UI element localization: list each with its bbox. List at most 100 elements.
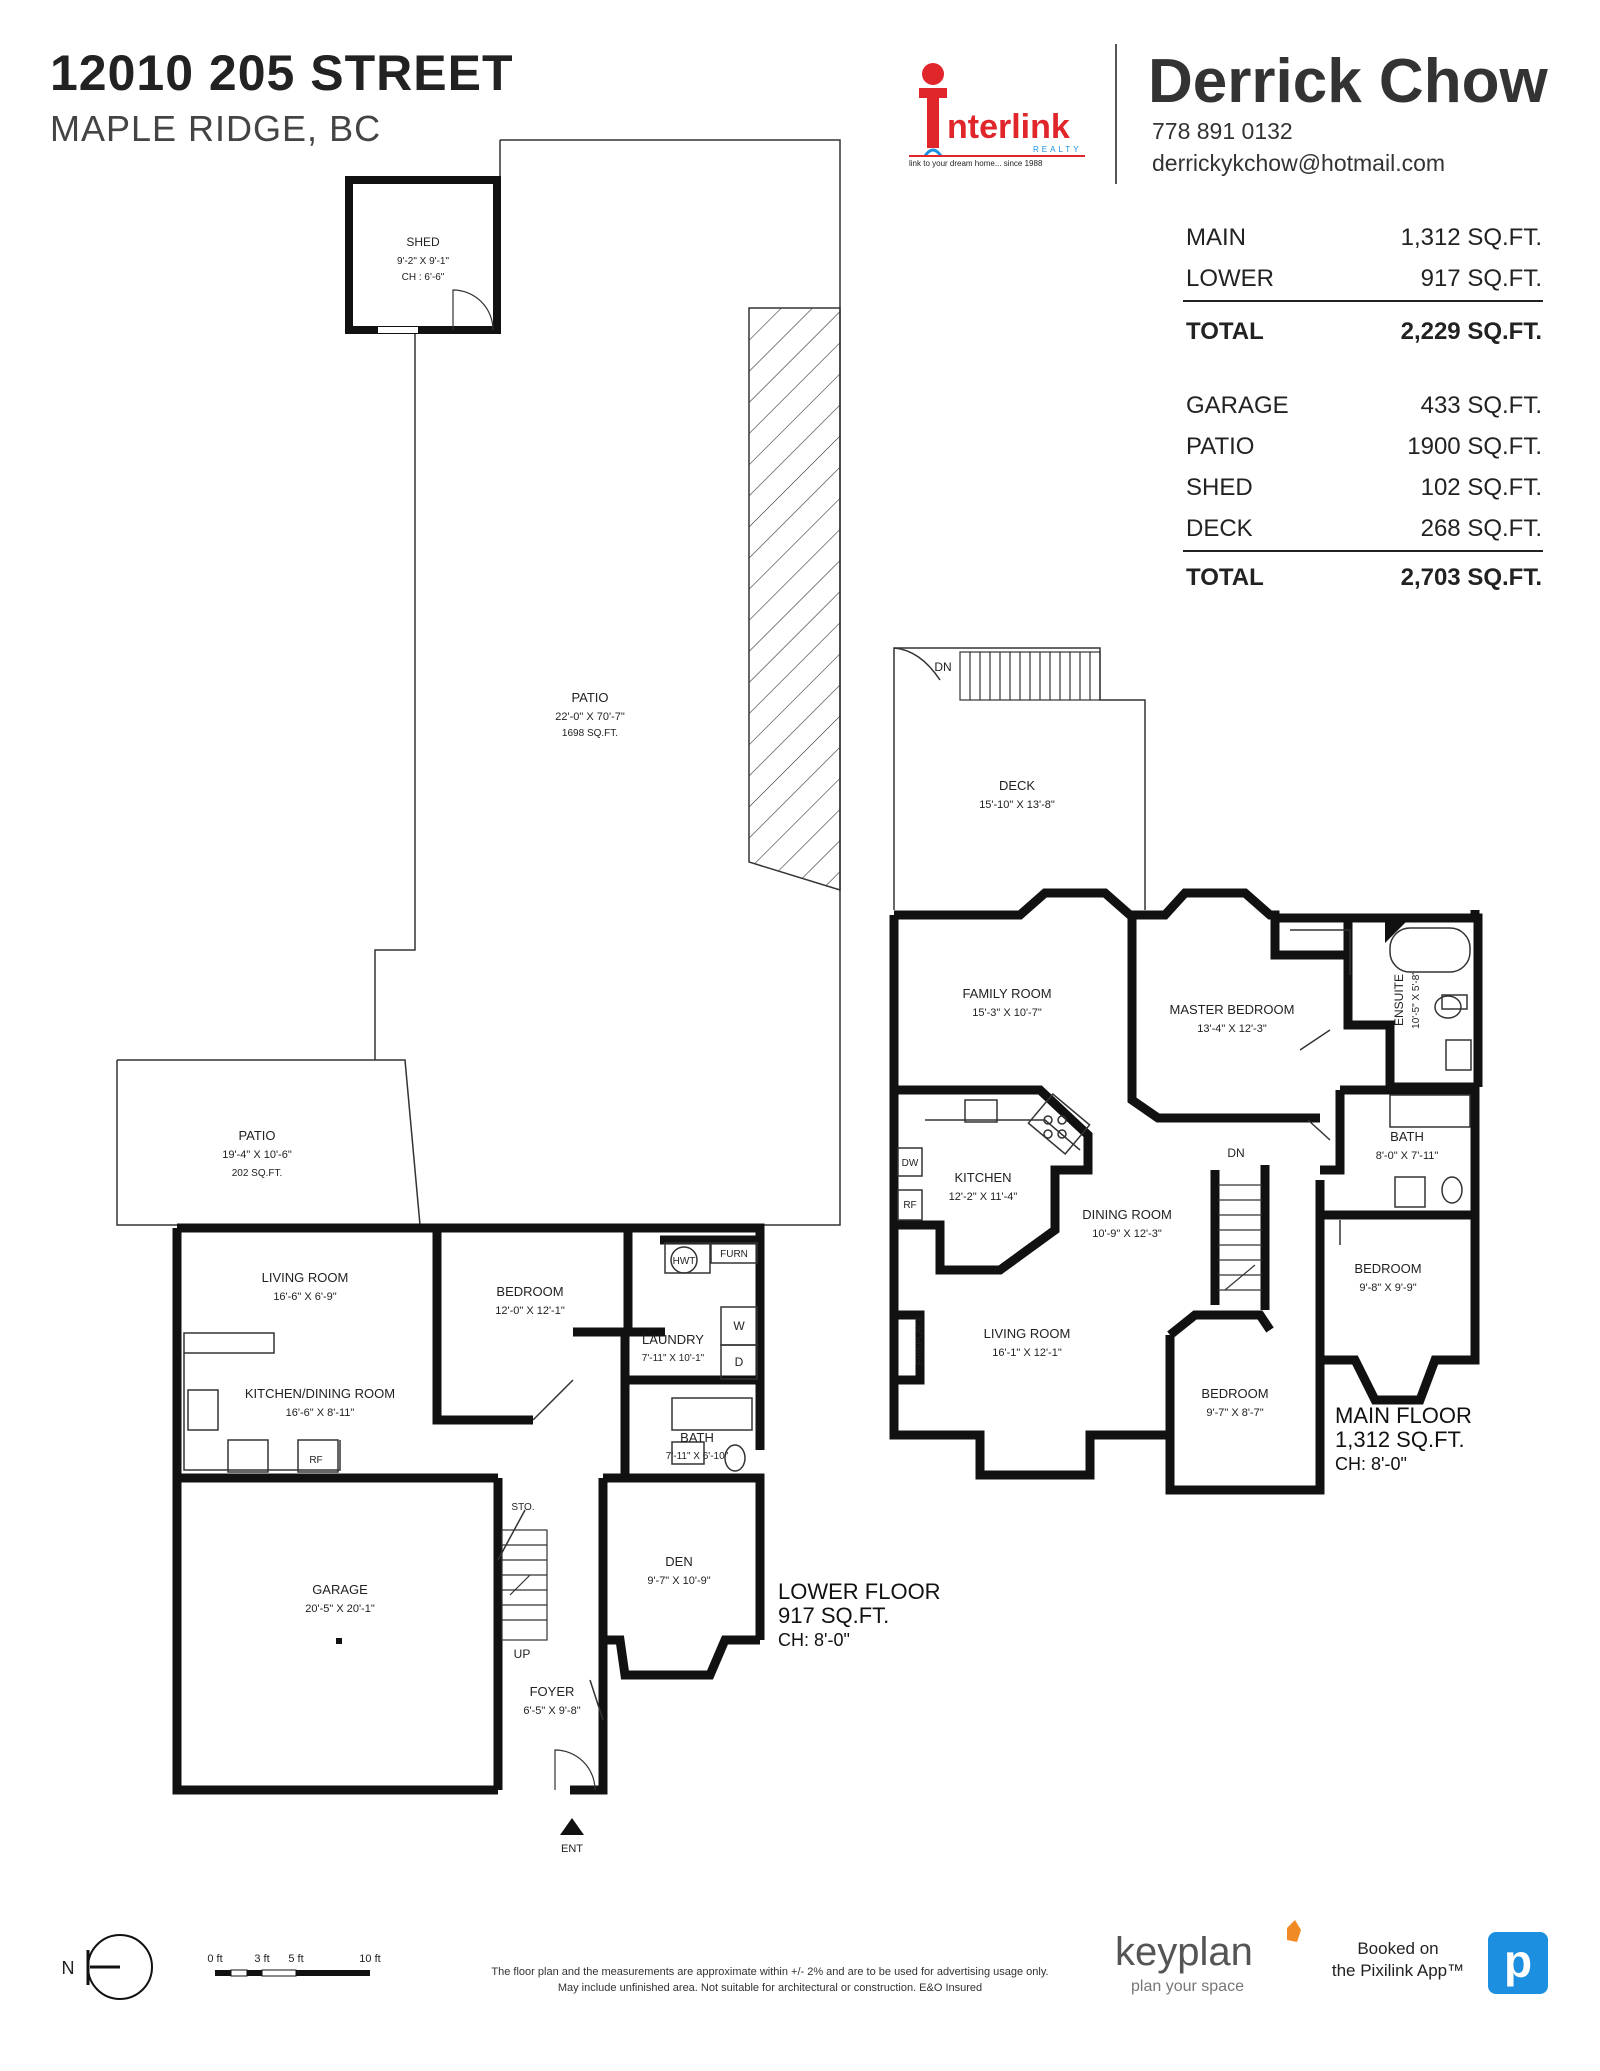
entry-label: ENT: [561, 1843, 583, 1855]
brand-realty: REALTY: [1033, 145, 1082, 154]
room-dims: 20'-5" X 20'-1": [305, 1603, 375, 1615]
keyplan-tagline: plan your space: [1131, 1978, 1244, 1995]
fixture-label: RF: [309, 1455, 322, 1466]
room-dims: 9'-8" X 9'-9": [1359, 1282, 1416, 1294]
room-name: FOYER: [530, 1684, 575, 1699]
room-dims: 9'-2" X 9'-1": [397, 256, 450, 267]
agent-phone: 778 891 0132: [1152, 118, 1293, 144]
main-floor-fixtures: [897, 927, 1472, 1245]
room-name: PATIO: [238, 1128, 275, 1143]
property-city: MAPLE RIDGE, BC: [50, 108, 382, 149]
lower-floor-walls: [172, 1223, 765, 1795]
svg-text:0 ft: 0 ft: [207, 1953, 222, 1965]
room-name: MASTER BEDROOM: [1170, 1002, 1295, 1017]
room-labels: SHED 9'-2" X 9'-1" CH : 6'-6" PATIO 22'-…: [222, 235, 1438, 1717]
room-name: SHED: [406, 235, 440, 249]
svg-text:3 ft: 3 ft: [254, 1953, 269, 1965]
room-extra: 1698 SQ.FT.: [562, 728, 618, 739]
room-name: GARAGE: [312, 1582, 368, 1597]
room-name: KITCHEN: [954, 1170, 1011, 1185]
room-name: FAMILY ROOM: [962, 986, 1051, 1001]
fixture-label: DW: [902, 1158, 919, 1169]
garage-marker: [336, 1638, 342, 1644]
lower-floor-label: LOWER FLOOR 917 SQ.FT. CH: 8'-0": [778, 1580, 941, 1652]
fixture-label: FURN: [720, 1249, 748, 1260]
floor-name: LOWER FLOOR: [778, 1579, 941, 1604]
pixilink-app-icon[interactable]: p: [1488, 1932, 1548, 1994]
lower-stairs: [501, 1529, 548, 1641]
room-dims: 7'-11" X 10'-1": [642, 1353, 705, 1364]
room-extra: CH : 6'-6": [402, 272, 445, 283]
room-dims: 16'-6" X 6'-9": [273, 1291, 336, 1303]
floor-name: MAIN FLOOR: [1335, 1403, 1472, 1428]
room-name: DINING ROOM: [1082, 1207, 1172, 1222]
property-address: 12010 205 STREET: [50, 45, 514, 101]
room-name: BATH: [680, 1430, 714, 1445]
main-floor-label: MAIN FLOOR 1,312 SQ.FT. CH: 8'-0": [1335, 1404, 1472, 1476]
room-name: PATIO: [571, 690, 608, 705]
site-outline: [116, 139, 841, 1226]
entry-arrow-icon: [560, 1818, 584, 1835]
header-divider: [1115, 44, 1117, 184]
fixture-label: RF: [903, 1200, 916, 1211]
scale-bar: 0 ft 3 ft 5 ft 10 ft: [207, 1953, 381, 1977]
room-name: BEDROOM: [496, 1284, 563, 1299]
room-name: BATH: [1390, 1129, 1424, 1144]
room-dims: 13'-4" X 12'-3": [1197, 1023, 1267, 1035]
room-dims: 12'-2" X 11'-4": [949, 1191, 1018, 1203]
room-name: ENSUITE: [1392, 974, 1406, 1026]
room-name: KITCHEN/DINING ROOM: [245, 1386, 395, 1401]
entry-door: [554, 1749, 596, 1791]
floor-ceiling: CH: 8'-0": [1335, 1454, 1407, 1474]
area-divider: [1183, 300, 1543, 302]
fixture-label: W: [733, 1319, 745, 1333]
main-stairs: [1218, 1184, 1262, 1291]
floor-area: 1,312 SQ.FT.: [1335, 1427, 1465, 1452]
fixture-label: UP: [514, 1647, 531, 1661]
room-name: LIVING ROOM: [984, 1326, 1071, 1341]
shed: [345, 176, 501, 334]
brokerage-logo: nterlink REALTY link to your dream home.…: [905, 58, 1105, 168]
svg-text:10 ft: 10 ft: [359, 1953, 380, 1965]
room-dims: 10'-9" X 12'-3": [1092, 1228, 1162, 1240]
room-dims: 7'-11" X 6'-10": [666, 1451, 729, 1462]
fixture-label: STO.: [511, 1502, 534, 1513]
room-dims: 12'-0" X 12'-1": [495, 1305, 565, 1317]
room-dims: 16'-6" X 8'-11": [286, 1407, 355, 1419]
brand-name: nterlink: [947, 108, 1070, 146]
ensuite-corner: [1385, 918, 1410, 943]
floor-ceiling: CH: 8'-0": [778, 1630, 850, 1650]
room-dims: 6'-5" X 9'-8": [523, 1705, 580, 1717]
pixilink-text: Booked on the Pixilink App™: [1331, 1939, 1465, 1980]
north-arrow: N: [62, 1934, 153, 2000]
brand-tagline: link to your dream home... since 1988: [909, 159, 1043, 168]
fixture-label: DN: [1227, 1146, 1244, 1160]
fixture-label: FIREPLACE: [914, 1315, 924, 1365]
floor-area: 917 SQ.FT.: [778, 1603, 890, 1628]
room-dims: 9'-7" X 10'-9": [647, 1575, 710, 1587]
north-label: N: [62, 1958, 75, 1978]
room-name: BEDROOM: [1201, 1386, 1268, 1401]
room-dims: 16'-1" X 12'-1": [992, 1347, 1062, 1359]
room-dims: 8'-0" X 7'-11": [1376, 1150, 1439, 1162]
room-dims: 22'-0" X 70'-7": [555, 711, 625, 723]
keyplan-wordmark: keyplan: [1115, 1930, 1253, 1974]
deck-stairs: [959, 651, 1101, 701]
keyplan-logo: keyplan plan your space: [1115, 1920, 1305, 2000]
room-name: LAUNDRY: [642, 1332, 704, 1347]
keyplan-flame-icon: [1287, 1920, 1301, 1942]
agent-name: Derrick Chow: [1148, 47, 1548, 116]
room-extra: 202 SQ.FT.: [232, 1168, 283, 1179]
agent-email: derrickykchow@hotmail.com: [1152, 150, 1446, 176]
fixture-label: HWT: [673, 1256, 696, 1267]
room-dims: 15'-3" X 10'-7": [972, 1007, 1042, 1019]
room-name: BEDROOM: [1354, 1261, 1421, 1276]
fixture-labels: HWT FURN W D RF STO. UP DN DN DW RF FIRE…: [309, 660, 1244, 1855]
main-floor-walls: [889, 888, 1483, 1495]
room-name: DEN: [665, 1554, 692, 1569]
area-divider: [1183, 550, 1543, 552]
fixture-label: D: [735, 1355, 744, 1369]
hatched-area: [748, 307, 841, 892]
room-name: DECK: [999, 778, 1035, 793]
